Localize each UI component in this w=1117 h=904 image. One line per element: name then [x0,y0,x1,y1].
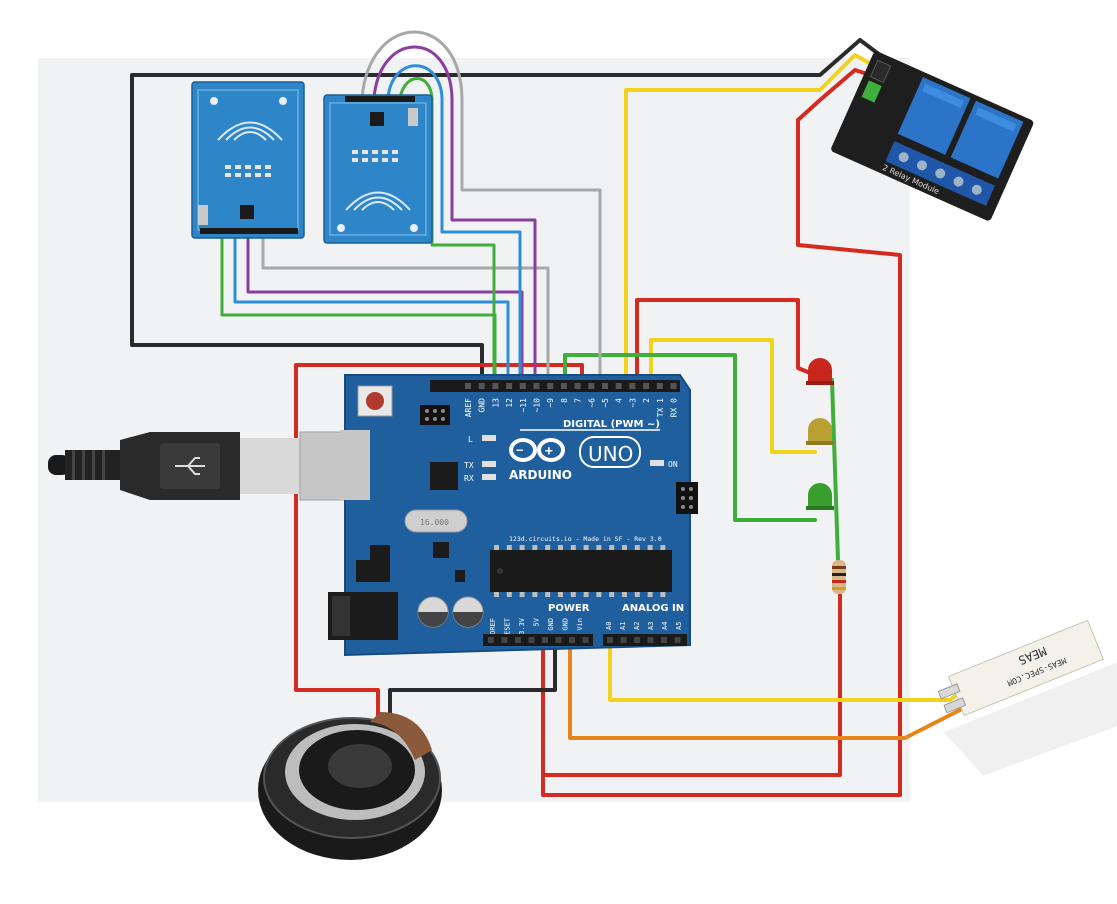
digital-pin-label: 2 [642,398,651,403]
led-l-label: L [468,435,473,444]
wire-rfid1-purple [246,236,524,390]
speaker [258,712,442,860]
analog-pin-label: A1 [619,622,627,630]
rfid-module-2 [323,94,433,244]
arduino-model: UNO [588,442,633,466]
wire-black-gnd [130,38,902,390]
wire-red-speaker [294,363,584,717]
digital-pin-label: ~6 [587,398,596,408]
digital-pin-label: 8 [560,398,569,403]
analog-section-label: ANALOG IN [622,603,684,614]
analog-pin-label: A5 [675,622,683,630]
digital-pin-label: ~10 [533,398,542,413]
usb-symbol-icon [175,457,205,475]
digital-pin-label: TX 1 [656,398,665,417]
atmega-chip [490,550,672,592]
wire-rfid1-blue [233,236,510,390]
wire-rfid1-gray [261,236,550,390]
analog-pin-label: A2 [633,622,641,630]
digital-pin-label: 13 [491,398,500,408]
led-tx-label: TX [464,461,474,470]
digital-header-pins [465,383,677,389]
flex-sensor: MEAS MEAS-SPEC.COM [937,619,1117,776]
relay-module: 2 Relay Module [831,51,1034,221]
power-pin-label: GND [547,618,555,631]
arduino-logo [509,438,565,462]
led-red [806,358,834,385]
crystal-label: 16.000 [420,518,449,527]
led-rx-label: RX [464,474,474,483]
power-pin-label: RESET [504,617,512,639]
svg-text:−: − [516,443,523,457]
digital-pin-label: 4 [615,398,624,403]
digital-pin-label: ~5 [601,398,610,408]
wire-yellow-relay [624,53,892,390]
resistor [832,560,846,594]
svg-text:+: + [545,444,553,459]
wire-red-relay [541,68,902,797]
power-pin-label: IOREF [489,618,497,639]
digital-pin-label: RX 0 [670,398,679,417]
on-label: ON [668,460,678,469]
wire-rfid2-gray [360,30,602,390]
digital-pin-label: 12 [505,398,514,408]
wire-black-speaker [388,638,557,717]
reset-button [366,392,384,410]
wire-green-led [563,353,817,522]
power-pin-labels: IOREF RESET 3.3V 5V GND GND Vin [489,617,584,639]
digital-pin-label: ~3 [628,398,637,408]
digital-pin-label: 7 [574,398,583,403]
wire-rfid2-blue [386,64,522,390]
analog-pin-label: A4 [661,622,669,630]
analog-pin-label: A0 [605,622,613,630]
digital-section-label: DIGITAL (PWM ~) [563,419,660,430]
wire-rfid2-purple [372,45,537,390]
wire-red-resistor [541,593,842,777]
digital-pin-label: AREF [464,398,473,417]
digital-pin-label: ~9 [546,398,555,408]
analog-pin-labels: A0 A1 A2 A3 A4 A5 [605,622,683,630]
rfid-module-1 [191,81,305,239]
wire-orange-flex [568,638,962,740]
power-pin-label: 3.3V [518,617,526,635]
power-pin-label: Vin [576,618,584,631]
power-pin-label: 5V [533,617,541,626]
led-yellow [806,418,834,445]
wire-green-common [830,378,840,562]
wire-red-led [635,298,817,390]
digital-pin-label: GND [478,398,487,413]
analog-pin-label: A3 [647,622,655,630]
arduino-brand: ARDUINO [509,468,572,482]
board-credit: 123d.circuits.io - Made in SF - Rev 3.0 [509,535,662,543]
digital-pin-label: ~11 [519,398,528,413]
power-section-label: POWER [548,603,590,614]
led-green [806,483,834,510]
power-pin-label: GND [562,618,570,631]
